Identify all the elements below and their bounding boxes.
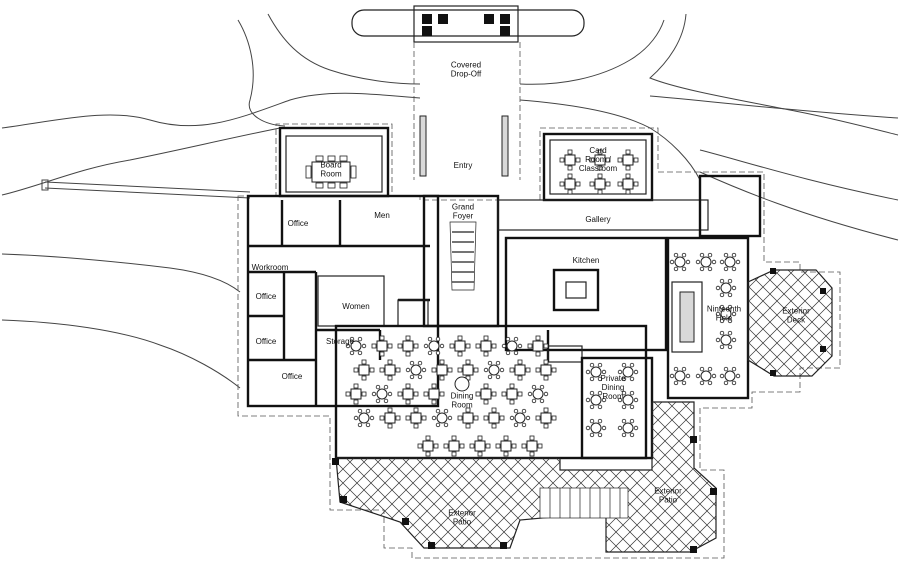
dining-table: [617, 149, 639, 171]
drop-off-canopy: [351, 5, 585, 180]
round-table: [617, 390, 639, 410]
label-office-4: Office: [282, 372, 303, 381]
dining-table: [495, 435, 517, 457]
round-table: [585, 418, 607, 438]
round-table: [371, 384, 393, 404]
label-kitchen: Kitchen: [573, 256, 600, 265]
dining-table: [475, 335, 497, 357]
dining-table: [405, 407, 427, 429]
dining-table: [589, 149, 611, 171]
label-office-1: Office: [288, 219, 309, 228]
dining-table: [397, 383, 419, 405]
label-storage: Storage: [326, 337, 355, 346]
dining-table: [417, 435, 439, 457]
dining-table: [527, 335, 549, 357]
round-table: [501, 336, 523, 356]
round-table: [719, 366, 741, 386]
dining-table: [589, 173, 611, 195]
round-table: [715, 278, 737, 298]
roof-outline: [237, 123, 841, 559]
dining-table: [431, 359, 453, 381]
dining-table: [379, 359, 401, 381]
round-table: [431, 408, 453, 428]
dining-centerpiece: [454, 376, 470, 392]
round-table: [405, 360, 427, 380]
dining-table: [483, 407, 505, 429]
round-table: [715, 330, 737, 350]
grand-stair: [449, 221, 477, 291]
round-table: [353, 408, 375, 428]
round-table: [509, 408, 531, 428]
dining-table: [509, 359, 531, 381]
exterior-patio: [332, 401, 717, 553]
round-table: [669, 366, 691, 386]
dining-table: [353, 359, 375, 381]
building-walls: [246, 126, 762, 460]
dining-table: [501, 383, 523, 405]
dining-table: [443, 435, 465, 457]
round-table: [345, 336, 367, 356]
dining-table: [423, 383, 445, 405]
dining-table: [559, 173, 581, 195]
round-table: [585, 390, 607, 410]
exterior-deck: [747, 268, 833, 377]
dining-table: [457, 407, 479, 429]
dining-table: [345, 383, 367, 405]
round-table: [585, 362, 607, 382]
round-table: [695, 366, 717, 386]
dining-table: [535, 359, 557, 381]
label-entry: Entry: [454, 161, 473, 170]
site-roads: [1, 13, 899, 389]
label-workroom: Workroom: [252, 263, 289, 272]
round-table: [617, 418, 639, 438]
dining-table: [475, 383, 497, 405]
round-table: [423, 336, 445, 356]
dining-table: [379, 407, 401, 429]
dining-tables: [345, 149, 741, 457]
dining-table: [371, 335, 393, 357]
dining-table: [449, 335, 471, 357]
round-table: [527, 384, 549, 404]
board-room-table: [305, 155, 357, 189]
round-table: [695, 252, 717, 272]
dining-table: [535, 407, 557, 429]
label-office-3: Office: [256, 337, 277, 346]
label-office-2: Office: [256, 292, 277, 301]
round-table: [617, 362, 639, 382]
label-women: Women: [342, 302, 369, 311]
dining-table: [397, 335, 419, 357]
round-table: [715, 304, 737, 324]
round-table: [669, 252, 691, 272]
dining-table: [559, 149, 581, 171]
label-men: Men: [374, 211, 390, 220]
round-table: [483, 360, 505, 380]
round-table: [719, 252, 741, 272]
dining-table: [469, 435, 491, 457]
label-gallery: Gallery: [585, 215, 610, 224]
dining-table: [617, 173, 639, 195]
dining-table: [521, 435, 543, 457]
